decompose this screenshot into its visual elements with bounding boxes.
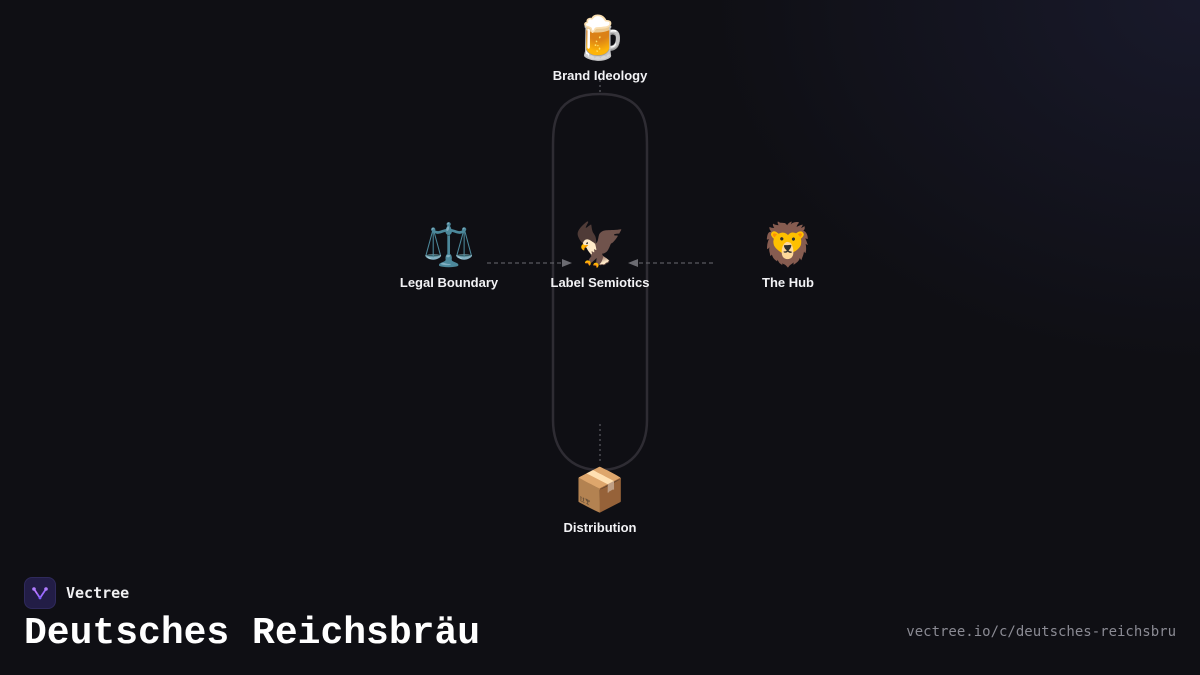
- node-label: Brand Ideology: [552, 68, 648, 83]
- beer-mug-icon: 🍺: [573, 13, 627, 62]
- node-label: Label Semiotics: [550, 275, 650, 290]
- page-url[interactable]: vectree.io/c/deutsches-reichsbru: [906, 624, 1176, 640]
- lion-icon: 🦁: [761, 220, 815, 269]
- node-brand-ideology[interactable]: 🍺 Brand Ideology: [520, 13, 680, 84]
- package-icon: 📦: [573, 465, 627, 514]
- node-distribution[interactable]: 📦 Distribution: [520, 465, 680, 536]
- eagle-icon: 🦅: [573, 220, 627, 269]
- node-label-semiotics[interactable]: 🦅 Label Semiotics: [520, 220, 680, 291]
- node-label: Legal Boundary: [399, 275, 499, 290]
- node-label: The Hub: [762, 275, 814, 290]
- node-legal-boundary[interactable]: ⚖️ Legal Boundary: [369, 220, 529, 291]
- node-the-hub[interactable]: 🦁 The Hub: [708, 220, 868, 291]
- balance-scale-icon: ⚖️: [422, 220, 476, 269]
- loop-edge: [551, 92, 649, 472]
- node-label: Distribution: [563, 520, 637, 535]
- brand: Vectree: [24, 577, 129, 609]
- brand-name: Vectree: [66, 584, 130, 602]
- vectree-logo-icon: [24, 577, 56, 609]
- page-title: Deutsches Reichsbräu: [24, 612, 481, 655]
